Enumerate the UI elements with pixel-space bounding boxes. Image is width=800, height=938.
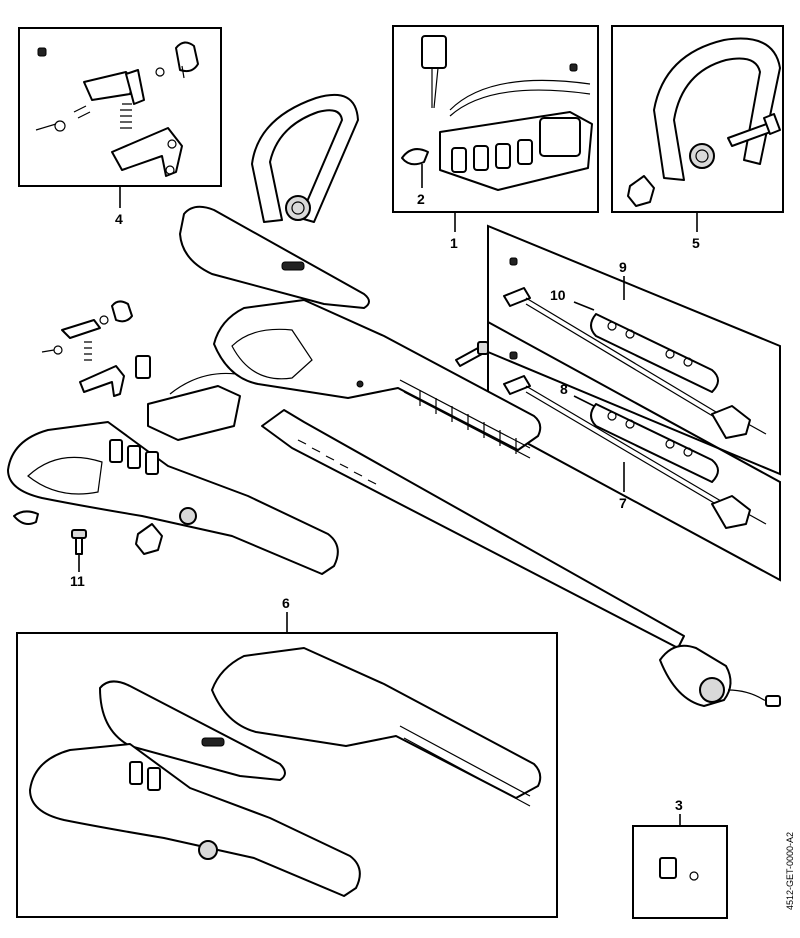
leader-8 [573,395,595,407]
top-cover [179,205,370,309]
inset-box-1 [392,25,599,213]
inset-panel-9 [487,224,781,476]
small-switch-part [659,857,699,881]
screw-center [455,341,489,367]
callout-4: 4 [115,211,123,227]
leader-10 [573,301,595,311]
callout-6: 6 [282,595,290,611]
callout-2: 2 [417,191,425,207]
left-lock-parts [41,300,241,441]
housing-set [29,647,542,897]
callout-8: 8 [560,381,568,397]
cable-with-label-8 [503,351,767,529]
housing-half [213,299,542,459]
switch-assembly [401,35,593,191]
screw-11 [71,529,87,555]
callout-7: 7 [619,495,627,511]
trigger-lock-parts [35,41,199,177]
callout-1: 1 [450,235,458,251]
callout-5: 5 [692,235,700,251]
shaft [261,409,781,707]
document-code: 4512-GET-0000-A2 [785,832,795,910]
cable-with-label-9 [503,257,767,439]
main-loop-handle [251,93,359,223]
loop-handle [627,37,781,207]
callout-9: 9 [619,259,627,275]
left-handle-half [7,421,339,575]
inset-box-3 [632,825,728,919]
callout-11: 11 [70,573,85,589]
callout-10: 10 [550,287,566,303]
callout-3: 3 [675,797,683,813]
inset-panel-7 [487,320,781,582]
